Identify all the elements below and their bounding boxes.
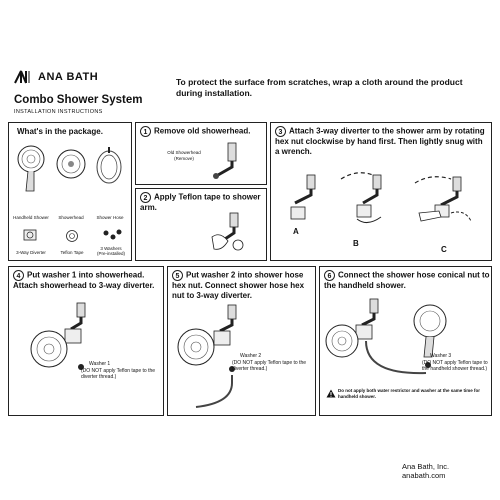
washer-3-title: Washer 3 <box>430 353 452 359</box>
hose-attach-icon <box>177 304 237 408</box>
page-title: Combo Shower System <box>14 94 143 106</box>
footer: Ana Bath, Inc. anabath.com <box>402 462 482 480</box>
teflon-tape-label: Teflon Tape <box>60 250 84 255</box>
step-3-letter-a: A <box>293 227 299 236</box>
shower-hose-label: Shower Hose <box>96 215 124 220</box>
teflon-wrap-icon <box>211 212 244 251</box>
diverter-label: 3-Way Diverter <box>16 250 46 255</box>
washer-3-note: (DO NOT apply Teflon tape to the handhel… <box>422 360 488 372</box>
washer-1-title: Washer 1 <box>89 361 111 367</box>
package-panel: What's in the package. Handheld Shower S… <box>8 122 132 261</box>
handheld-attach-icon <box>325 298 447 375</box>
teflon-tape-icon <box>66 230 78 242</box>
washers-preinstalled-label: (Pre-installed) <box>96 251 125 256</box>
step-3-letter-b: B <box>353 239 359 248</box>
showerhead-label: Showerhead <box>58 215 84 220</box>
showerhead-icon <box>56 149 86 179</box>
step-2-number: 2 <box>140 192 151 203</box>
caution-text: Do not apply both water restrictor and w… <box>338 388 481 399</box>
washers-icon <box>103 229 122 240</box>
step-6-number: 6 <box>324 270 335 281</box>
washer-1-note: (DO NOT apply Teflon tape to the diverte… <box>81 368 156 380</box>
top-warning: To protect the surface from scratches, w… <box>176 77 463 98</box>
step-1-number: 1 <box>140 126 151 137</box>
handheld-shower-icon <box>17 145 45 192</box>
step-5-number: 5 <box>172 270 183 281</box>
diverter-icon <box>23 229 37 241</box>
caution-icon <box>326 389 336 398</box>
washers-label: 3 Washers <box>100 246 122 251</box>
diverter-attach-b-icon <box>340 172 382 223</box>
remove-label: (Remove) <box>174 156 194 161</box>
footer-website: anabath.com <box>402 471 446 480</box>
step-3-letter-c: C <box>441 245 447 254</box>
old-showerhead-label: Old Showerhead <box>167 150 201 155</box>
package-title: What's in the package. <box>17 127 103 136</box>
step-4-number: 4 <box>13 270 24 281</box>
diverter-attach-a-icon <box>290 174 316 220</box>
showerhead-attach-icon <box>30 302 86 370</box>
footer-company: Ana Bath, Inc. <box>402 462 450 471</box>
brand-logo: ANA BATH <box>14 70 98 84</box>
washer-2-title: Washer 2 <box>240 353 262 359</box>
handheld-shower-label: Handheld Shower <box>13 215 49 220</box>
brand-mark-icon <box>14 70 30 84</box>
diverter-attach-c-icon <box>414 176 472 222</box>
brand-name: ANA BATH <box>38 71 99 83</box>
shower-hose-icon <box>96 147 122 184</box>
washer-2-note: (DO NOT apply Teflon tape to the diverte… <box>232 360 307 372</box>
shower-arm-icon <box>213 142 237 179</box>
step-3-number: 3 <box>275 126 286 137</box>
page-subtitle: INSTALLATION INSTRUCTIONS <box>14 109 103 115</box>
